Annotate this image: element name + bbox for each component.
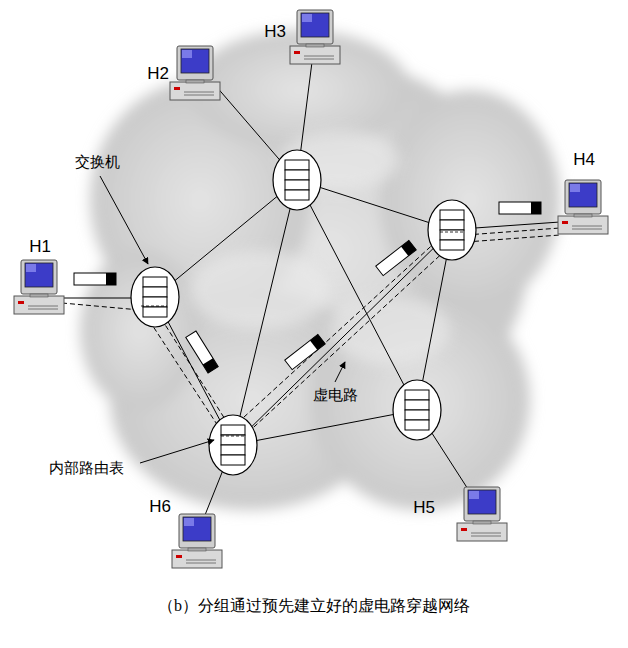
host-label: H5	[413, 499, 435, 518]
host-node: H2	[147, 65, 169, 84]
callout-label: 交换机	[75, 154, 120, 171]
host-label: H6	[149, 498, 171, 517]
host-node: H6	[149, 498, 171, 517]
host-node: H4	[573, 151, 595, 170]
callout-label: 虚电路	[313, 387, 358, 404]
figure-caption: （b）分组通过预先建立好的虚电路穿越网络	[0, 597, 628, 615]
host-node: H1	[29, 238, 51, 257]
host-label: H3	[264, 23, 286, 42]
callout-label: 内部路由表	[49, 460, 124, 477]
host-node: H3	[264, 23, 286, 42]
host-label: H4	[573, 151, 595, 170]
host-label: H1	[29, 238, 51, 257]
host-label: H2	[147, 65, 169, 84]
host-node: H5	[413, 499, 435, 518]
